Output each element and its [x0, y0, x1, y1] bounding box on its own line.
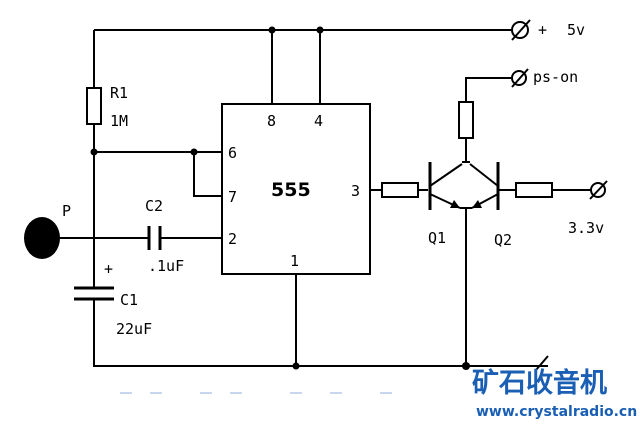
q2-resistor: [515, 182, 553, 198]
ic-pin-6: 6: [228, 144, 237, 162]
c1-polarity-mark: +: [104, 260, 113, 278]
q2-collector-leg: [469, 163, 499, 187]
output-voltage-label: 3.3v: [568, 219, 604, 237]
q2-label: Q2: [494, 231, 512, 249]
c1-capacitor: [74, 286, 114, 301]
junction-dot: [316, 26, 324, 34]
q2-emitter-arrow-icon: [472, 200, 482, 208]
ic-pin-1: 1: [290, 252, 299, 270]
ic-pin-2: 2: [228, 230, 237, 248]
junctions: [90, 26, 470, 370]
c2-value-label: .1uF: [148, 257, 184, 275]
vcc-voltage-label: 5v: [567, 21, 585, 39]
base-resistor: [381, 182, 419, 198]
r1-name-label: R1: [110, 84, 128, 102]
probe-contact-icon: [24, 217, 60, 259]
junction-dot: [268, 26, 276, 34]
vcc-terminal-icon: [511, 19, 531, 41]
junction-dot: [462, 362, 470, 370]
output-terminal-icon: [589, 180, 608, 200]
ic-pin-7: 7: [228, 188, 237, 206]
transistor-arrows: [450, 200, 482, 208]
junction-dot: [90, 148, 98, 156]
ic-name-label: 555: [271, 179, 311, 201]
wires: [58, 29, 592, 367]
q1-label: Q1: [428, 229, 446, 247]
q1-collector-leg: [429, 163, 463, 187]
wire-pin7: [193, 152, 222, 197]
ps-on-label: ps-on: [533, 68, 578, 86]
c2-name-label: C2: [145, 197, 163, 215]
ground-terminal-icon: [535, 355, 549, 371]
ic-555-body: [221, 103, 371, 275]
probe-label: P: [62, 202, 71, 220]
ps-on-terminal-icon: [511, 68, 529, 88]
wire-ground: [93, 300, 470, 367]
c1-name-label: C1: [120, 291, 138, 309]
c1-value-label: 22uF: [116, 320, 152, 338]
r1-resistor: [86, 87, 102, 125]
ic-pin-8: 8: [267, 112, 276, 130]
vcc-plus-sign: +: [538, 21, 547, 39]
junction-dot: [292, 362, 300, 370]
watermark-url: www.crystalradio.cn: [476, 404, 637, 420]
wire-ps-on: [465, 77, 515, 102]
r1-value-label: 1M: [110, 112, 128, 130]
ic-pin-3: 3: [351, 182, 360, 200]
watermark-site-name: 矿石收音机: [472, 367, 607, 399]
transistor-pair: [428, 161, 500, 210]
collector-resistor: [458, 101, 474, 139]
c2-capacitor: [147, 226, 162, 250]
junction-dot: [190, 148, 198, 156]
q1-emitter-arrow-icon: [450, 200, 460, 208]
ic-pin-4: 4: [314, 112, 323, 130]
terminals: [511, 19, 608, 371]
